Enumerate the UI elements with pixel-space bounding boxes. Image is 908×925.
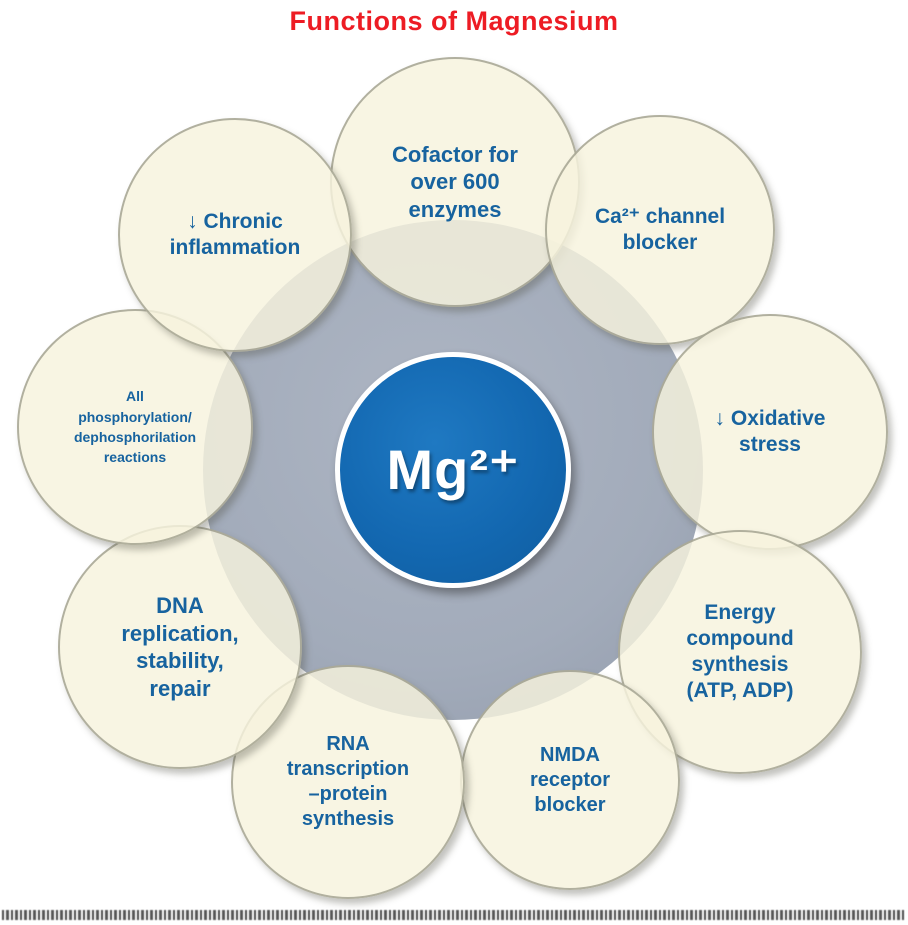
node-cofactor-label: Cofactor for over 600 enzymes [392,141,518,222]
diagram-title: Functions of Magnesium [289,6,619,36]
mg-center-circle: Mg²⁺ [335,352,571,588]
node-ca-channel-circle: Ca²⁺ channel blocker [545,115,775,345]
node-chronic-inflammation-label: ↓ Chronic inflammation [169,209,301,259]
node-chronic-inflammation-circle: ↓ Chronic inflammation [118,118,352,352]
node-ca-channel-label: Ca²⁺ channel blocker [594,204,726,254]
node-rna-transcription-circle: RNA transcription –protein synthesis [231,665,465,899]
node-energy-synthesis-label: Energy compound synthesis (ATP, ADP) [686,600,794,703]
node-oxidative-stress-circle: ↓ Oxidative stress [652,314,888,550]
mg-center-label: Mg²⁺ [386,438,520,501]
node-phosphorylation-label: All phosphorylation/ dephosphorilation r… [73,388,197,466]
node-nmda-blocker-circle: NMDA receptor blocker [460,670,680,890]
node-dna-replication-circle: DNA replication, stability, repair [58,525,302,769]
node-oxidative-stress-label: ↓ Oxidative stress [714,406,826,456]
node-nmda-blocker-label: NMDA receptor blocker [529,743,611,816]
node-rna-transcription-label: RNA transcription –protein synthesis [286,733,410,830]
node-dna-replication-label: DNA replication, stability, repair [121,593,239,701]
caption-illegible-text [2,910,906,920]
node-cofactor-circle: Cofactor for over 600 enzymes [330,57,580,307]
